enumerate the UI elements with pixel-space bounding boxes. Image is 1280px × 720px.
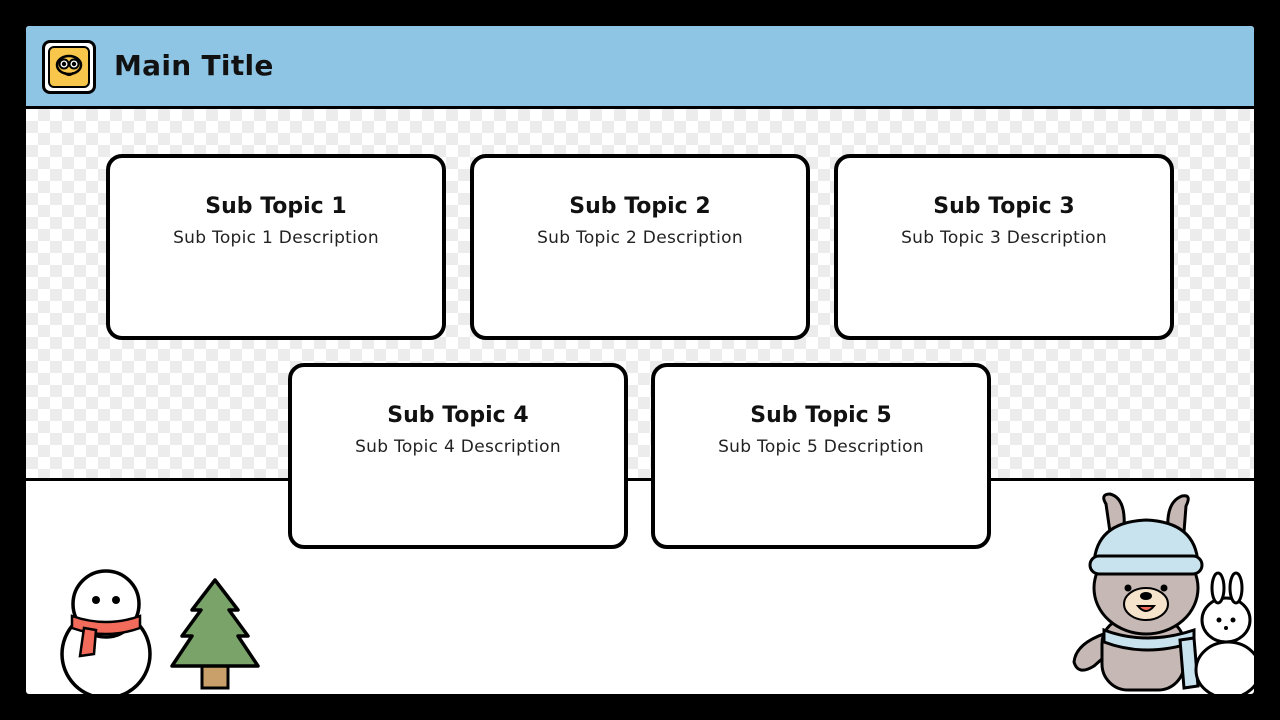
sub-topic-card-3: Sub Topic 3 Sub Topic 3 Description [834,154,1174,340]
page-title: Main Title [114,49,274,82]
bear-in-winter-hat-icon [1072,492,1204,692]
card-title: Sub Topic 1 [205,194,347,219]
sub-topic-card-1: Sub Topic 1 Sub Topic 1 Description [106,154,446,340]
card-description: Sub Topic 3 Description [901,228,1107,248]
sub-topic-card-4: Sub Topic 4 Sub Topic 4 Description [288,363,628,549]
card-description: Sub Topic 1 Description [173,228,379,248]
header-bar: Main Title [26,26,1254,109]
sub-topic-card-5: Sub Topic 5 Sub Topic 5 Description [651,363,991,549]
card-title: Sub Topic 2 [569,194,711,219]
snowman-icon [60,569,152,694]
sub-topic-card-2: Sub Topic 2 Sub Topic 2 Description [470,154,810,340]
card-title: Sub Topic 3 [933,194,1075,219]
card-title: Sub Topic 5 [750,403,892,428]
card-description: Sub Topic 2 Description [537,228,743,248]
slide-canvas: Main Title Sub Topic 1 Sub Topic 1 Descr… [26,26,1254,694]
logo-badge [42,40,96,94]
pine-tree-icon [170,578,260,690]
smiley-face-icon [48,46,90,88]
snow-bunny-icon [1194,571,1254,694]
card-description: Sub Topic 5 Description [718,437,924,457]
card-description: Sub Topic 4 Description [355,437,561,457]
card-title: Sub Topic 4 [387,403,529,428]
